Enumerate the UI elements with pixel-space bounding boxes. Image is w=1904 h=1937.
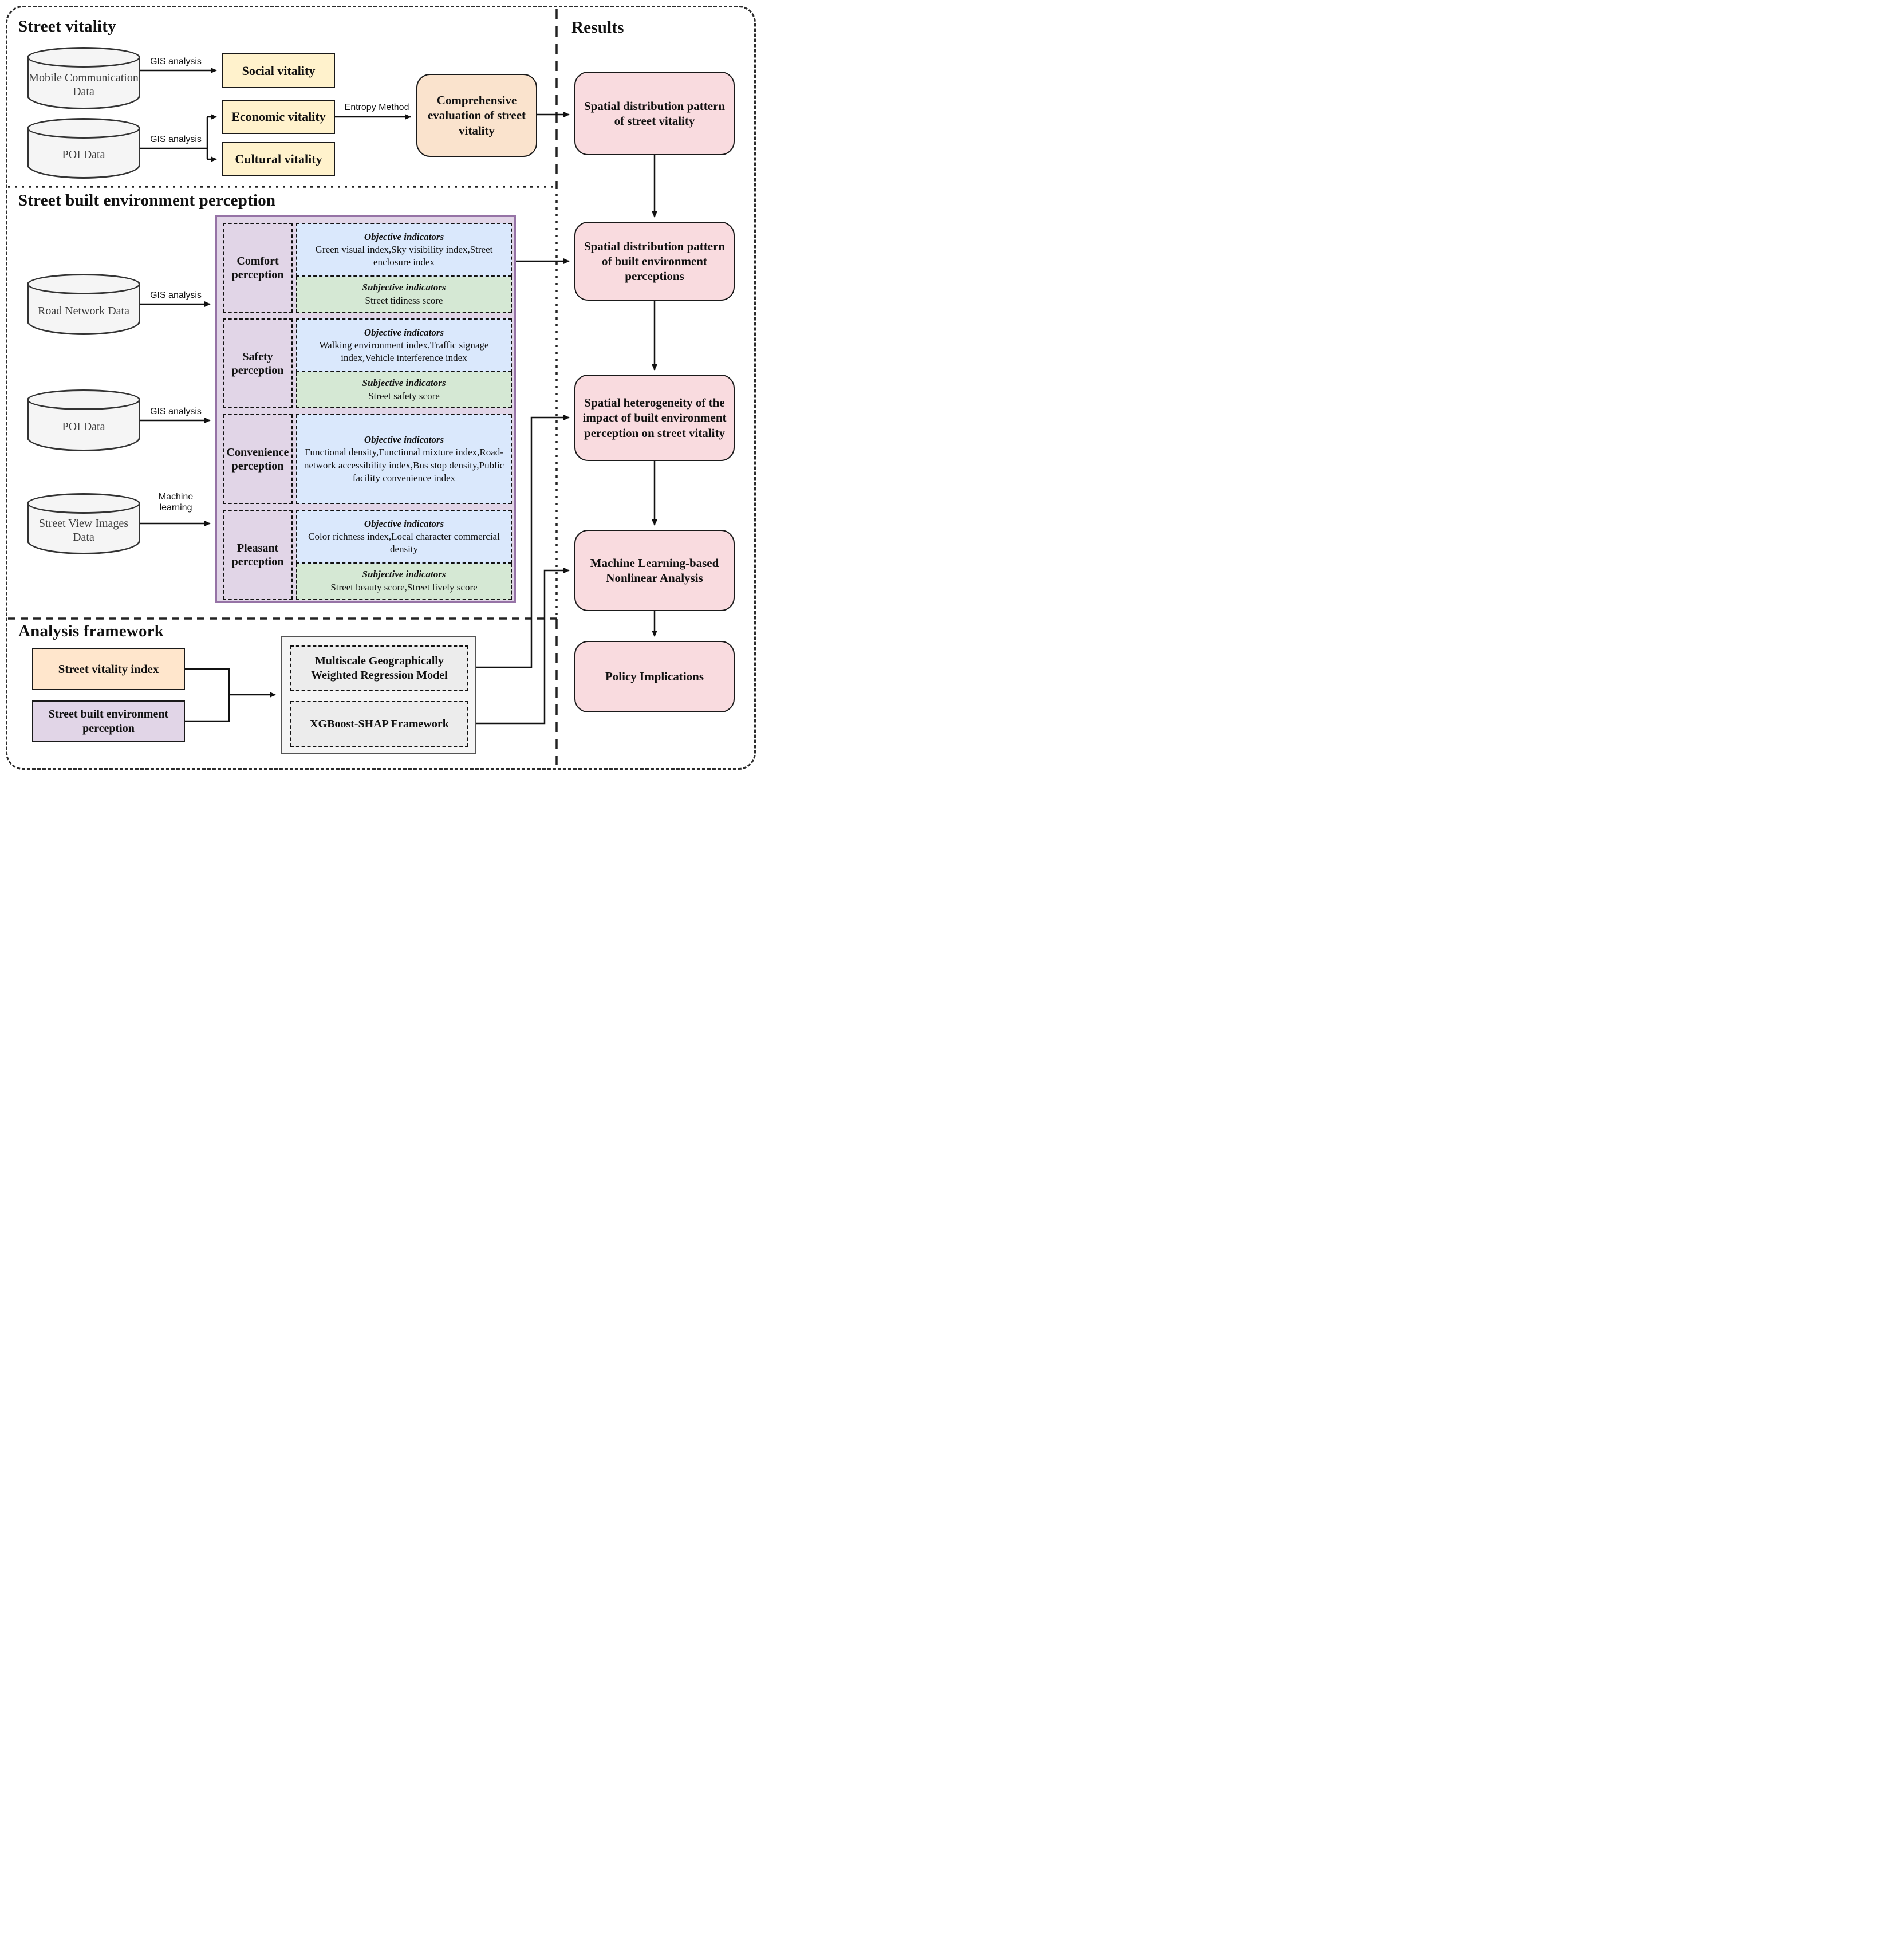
cylinder-body: [27, 57, 140, 109]
framework-diagram: Street vitality Street built environment…: [0, 0, 762, 775]
model-container: Multiscale Geographically Weighted Regre…: [281, 636, 476, 754]
arrow-label-gis-analysis-4: GIS analysis: [150, 407, 202, 416]
comfort-subjective-indicators-box: Subjective indicators Street tidiness sc…: [296, 277, 512, 313]
objective-indicators-title: Objective indicators: [364, 231, 444, 242]
group-label-safety-perception: Safety perception: [223, 318, 293, 408]
box-social-vitality: Social vitality: [222, 53, 335, 88]
cylinder-top-ellipse: [27, 493, 140, 514]
arrow-label-gis-analysis-3: GIS analysis: [150, 290, 202, 300]
group-label-pleasant-perception: Pleasant perception: [223, 510, 293, 600]
section-title-perception: Street built environment perception: [18, 191, 276, 210]
cylinder-mobile-communication-data: Mobile Communication Data: [27, 47, 140, 109]
cylinder-top-ellipse: [27, 274, 140, 294]
section-title-analysis-framework: Analysis framework: [18, 622, 164, 640]
safety-objective-indicators-box: Objective indicators Walking environment…: [296, 318, 512, 372]
pleasant-objective-indicators-box: Objective indicators Color richness inde…: [296, 510, 512, 564]
box-comprehensive-evaluation: Comprehensive evaluation of street vital…: [416, 74, 537, 157]
perception-indicator-panel: Comfort perception Objective indicators …: [215, 215, 516, 603]
cylinder-poi-data-perception: POI Data: [27, 389, 140, 451]
comfort-objective-indicators-box: Objective indicators Green visual index,…: [296, 223, 512, 277]
results-box-spatial-heterogeneity: Spatial heterogeneity of the impact of b…: [574, 375, 735, 461]
arrow-label-gis-analysis-2: GIS analysis: [150, 135, 202, 144]
objective-indicators-title: Objective indicators: [364, 518, 444, 529]
subjective-indicators-title: Subjective indicators: [362, 282, 446, 293]
results-box-spatial-distribution-street-vitality: Spatial distribution pattern of street v…: [574, 72, 735, 155]
cylinder-street-view-images-data: Street View Images Data: [27, 493, 140, 554]
section-title-street-vitality: Street vitality: [18, 17, 116, 36]
objective-indicators-title: Objective indicators: [364, 326, 444, 338]
pleasant-subjective-indicators-box: Subjective indicators Street beauty scor…: [296, 564, 512, 600]
subjective-indicators-list: Street beauty score,Street lively score: [330, 581, 478, 593]
objective-indicators-list: Color richness index,Local character com…: [308, 530, 500, 555]
cylinder-label: POI Data: [62, 420, 105, 433]
group-label-convenience-perception: Convenience perception: [223, 414, 293, 504]
results-box-spatial-distribution-perceptions: Spatial distribution pattern of built en…: [574, 222, 735, 301]
cylinder-top-ellipse: [27, 47, 140, 68]
box-economic-vitality: Economic vitality: [222, 100, 335, 134]
cylinder-top-ellipse: [27, 118, 140, 139]
subjective-indicators-list: Street safety score: [368, 390, 440, 401]
cylinder-label: POI Data: [62, 148, 105, 161]
objective-indicators-list: Functional density,Functional mixture in…: [303, 447, 504, 483]
box-mgwr-model: Multiscale Geographically Weighted Regre…: [290, 645, 468, 691]
box-street-built-environment-perception: Street built environment perception: [32, 700, 185, 742]
cylinder-label: Mobile Communication Data: [29, 71, 139, 98]
cylinder-poi-data-vitality: POI Data: [27, 118, 140, 179]
subjective-indicators-list: Street tidiness score: [365, 294, 443, 306]
box-cultural-vitality: Cultural vitality: [222, 142, 335, 176]
objective-indicators-list: Green visual index,Sky visibility index,…: [315, 243, 493, 268]
subjective-indicators-title: Subjective indicators: [362, 377, 446, 389]
arrow-label-machine-learning: Machine learning: [158, 492, 194, 513]
box-xgboost-shap-framework: XGBoost-SHAP Framework: [290, 701, 468, 747]
safety-subjective-indicators-box: Subjective indicators Street safety scor…: [296, 372, 512, 408]
subjective-indicators-title: Subjective indicators: [362, 569, 446, 580]
cylinder-top-ellipse: [27, 389, 140, 410]
box-street-vitality-index: Street vitality index: [32, 648, 185, 690]
convenience-objective-indicators-box: Objective indicators Functional density,…: [296, 414, 512, 504]
objective-indicators-list: Walking environment index,Traffic signag…: [319, 339, 489, 364]
cylinder-label: Road Network Data: [38, 304, 129, 317]
group-label-comfort-perception: Comfort perception: [223, 223, 293, 313]
objective-indicators-title: Objective indicators: [364, 434, 444, 446]
cylinder-road-network-data: Road Network Data: [27, 274, 140, 335]
arrow-label-gis-analysis-1: GIS analysis: [150, 57, 202, 66]
results-box-policy-implications: Policy Implications: [574, 641, 735, 712]
results-box-ml-nonlinear-analysis: Machine Learning-based Nonlinear Analysi…: [574, 530, 735, 611]
cylinder-label: Street View Images Data: [38, 517, 129, 544]
arrow-label-entropy-method: Entropy Method: [344, 103, 409, 112]
section-title-results: Results: [571, 18, 624, 37]
outer-dashed-border: [6, 6, 756, 770]
